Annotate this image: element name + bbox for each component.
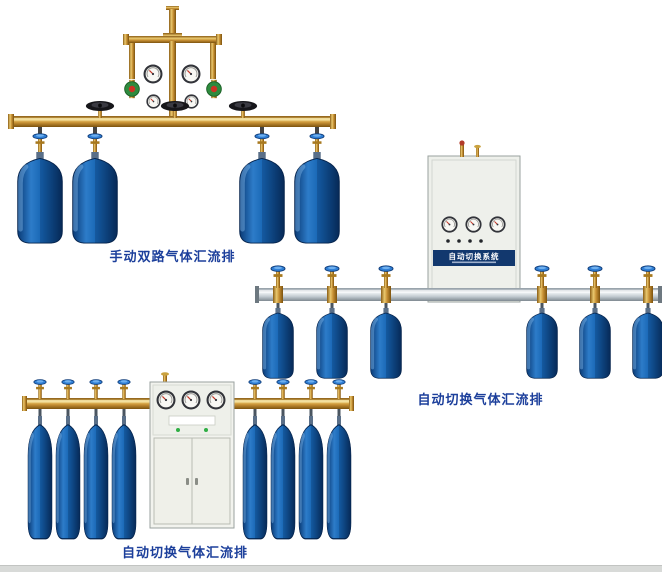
pressure-regulator	[124, 79, 140, 99]
valve-handwheel	[160, 101, 190, 118]
pressure-regulator	[206, 79, 222, 99]
pressure-gauge	[441, 216, 458, 233]
cylinder-valve	[304, 379, 318, 399]
gas-cylinder	[299, 416, 323, 539]
pressure-gauge	[143, 64, 163, 84]
cylinder-connections	[32, 127, 325, 154]
valve-handwheel	[85, 101, 115, 118]
indicator-light	[204, 428, 208, 432]
gas-cylinder	[73, 152, 118, 243]
gas-cylinder	[630, 308, 662, 379]
gas-cylinder	[524, 308, 560, 379]
gas-cylinder	[84, 416, 108, 539]
cylinder-valve	[33, 379, 47, 399]
gas-cylinder	[18, 152, 63, 243]
bottom-strip	[0, 565, 662, 572]
gas-cylinder	[327, 416, 351, 539]
cylinder-valve	[587, 265, 603, 288]
gas-cylinders	[260, 308, 662, 379]
manifold-pipe	[8, 114, 336, 129]
cylinder-connections	[276, 303, 650, 309]
manifold-pipe	[255, 286, 662, 303]
pressure-gauge	[181, 390, 201, 410]
cylinder-connections	[38, 409, 341, 417]
auto-switch-manifold-2-illustration	[22, 372, 354, 550]
cabinet-door-left	[153, 437, 193, 525]
gas-cylinder	[56, 416, 80, 539]
cylinder-valve	[248, 379, 262, 399]
auto-switch-manifold-illustration: 自动切换系统	[255, 140, 662, 379]
product-caption-auto-switch-2: 自动切换气体汇流排	[121, 545, 248, 560]
gas-cylinder	[314, 308, 350, 379]
cylinder-valve	[332, 379, 346, 399]
control-cabinet: 自动切换系统	[427, 140, 521, 303]
cylinder-valve	[640, 265, 656, 288]
gas-cylinder	[260, 308, 296, 379]
product-caption-manual-dual: 手动双路气体汇流排	[109, 249, 236, 264]
cylinder-valve	[87, 133, 103, 154]
cylinder-valve	[276, 379, 290, 399]
gas-cylinder	[28, 416, 52, 539]
cylinder-valve	[534, 265, 550, 288]
pressure-gauge	[489, 216, 506, 233]
regulator-assembly	[123, 6, 222, 118]
pressure-gauge	[465, 216, 482, 233]
valve-handwheel	[228, 101, 258, 118]
indicator-light	[176, 428, 180, 432]
gas-cylinder	[243, 416, 267, 539]
gas-cylinder	[368, 308, 404, 379]
cabinet-door-right	[191, 437, 231, 525]
control-cabinet	[149, 372, 235, 529]
cylinder-valve	[324, 265, 340, 288]
cylinder-valve	[89, 379, 103, 399]
manual-dual-manifold-illustration	[8, 6, 345, 247]
gas-cylinder	[577, 308, 613, 379]
pressure-gauge	[146, 94, 161, 109]
pressure-gauge	[156, 390, 176, 410]
gas-cylinder	[112, 416, 136, 539]
cabinet-title: 自动切换系统	[449, 251, 500, 261]
product-caption-auto-switch: 自动切换气体汇流排	[417, 392, 544, 407]
gas-cylinder	[271, 416, 295, 539]
cylinder-valve	[117, 379, 131, 399]
pressure-gauge	[181, 64, 201, 84]
pressure-gauge	[206, 390, 226, 410]
cylinder-valve	[378, 265, 394, 288]
cylinder-valve	[32, 133, 48, 154]
cylinder-valve	[61, 379, 75, 399]
cylinder-valve	[270, 265, 286, 288]
